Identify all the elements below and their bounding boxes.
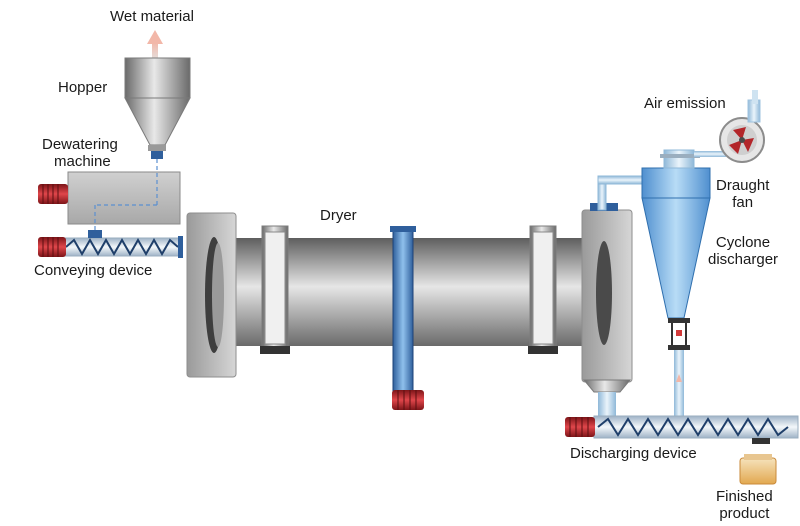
- exhaust-duct: [597, 175, 645, 211]
- motor-icon: [38, 184, 68, 204]
- finished-product-bin: [739, 454, 777, 485]
- draught-fan-label: Draught fan: [716, 177, 769, 211]
- draught-label-line2: fan: [732, 194, 754, 211]
- finished-label-line1: Finished: [716, 488, 773, 505]
- cyclone-label-line1: Cyclone: [715, 234, 771, 251]
- wet-material-label: Wet material: [110, 8, 194, 25]
- hopper-label: Hopper: [58, 79, 108, 96]
- dewatering-machine: [67, 159, 181, 232]
- screw-conveyor-icon: [593, 415, 799, 444]
- dewatering-machine-label: Dewatering machine: [42, 136, 118, 170]
- discharging-device-label: Discharging device: [570, 445, 697, 462]
- dryer-drive: [390, 226, 416, 395]
- dewatering-label-line2: machine: [54, 153, 111, 170]
- conveying-device-label: Conveying device: [34, 262, 153, 279]
- finished-label-line2: product: [719, 505, 770, 522]
- cyclone-label-line2: discharger: [708, 251, 779, 268]
- draught-label-line1: Draught: [716, 177, 770, 194]
- screw-conveyor-icon: [62, 230, 183, 258]
- fan-icon: [694, 90, 765, 163]
- air-emission-label: Air emission: [644, 95, 726, 112]
- motor-icon: [392, 390, 424, 410]
- dryer-drum: [186, 203, 633, 416]
- wet-material-arrow: [147, 30, 163, 62]
- dewatering-label-line1: Dewatering: [42, 136, 118, 153]
- motor-icon: [565, 417, 595, 437]
- cyclone-discharger: [641, 149, 711, 416]
- hopper: [124, 57, 191, 159]
- cyclone-discharger-label: Cyclone discharger: [708, 234, 778, 268]
- motor-icon: [38, 237, 66, 257]
- finished-product-label: Finished product: [716, 488, 773, 522]
- dryer-label: Dryer: [320, 207, 357, 224]
